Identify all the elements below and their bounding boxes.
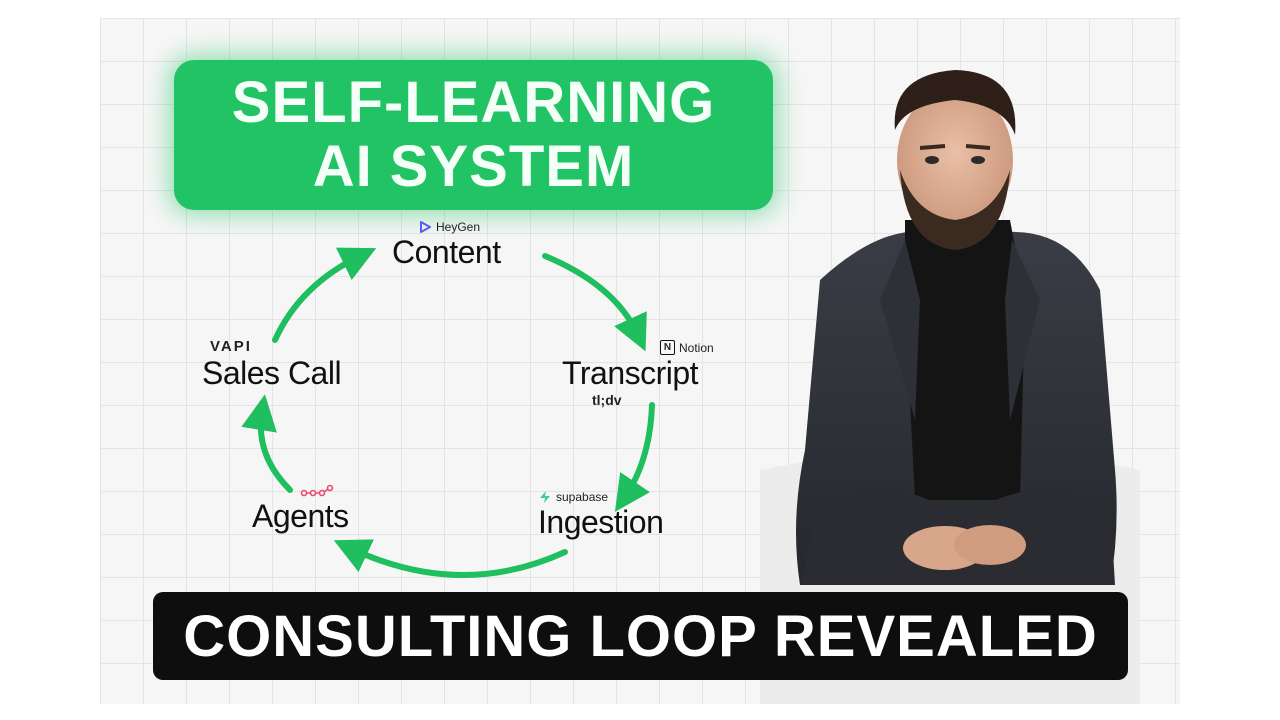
notion-brand: N Notion xyxy=(660,340,714,355)
title-line-2: AI SYSTEM xyxy=(312,134,635,199)
supabase-brand: supabase xyxy=(538,490,663,504)
arrow-agents-to-salescall xyxy=(241,394,293,493)
vapi-label: VAPI xyxy=(210,338,252,355)
supabase-label: supabase xyxy=(556,490,609,504)
arrow-content-to-transcript xyxy=(542,253,647,352)
node-sales-call: VAPI Sales Call xyxy=(202,338,342,392)
heygen-icon xyxy=(420,221,431,233)
sales-call-label: Sales Call xyxy=(202,355,342,391)
n8n-brand xyxy=(300,484,349,498)
content-label: Content xyxy=(392,234,501,270)
title-badge: SELF-LEARNING AI SYSTEM xyxy=(174,60,773,210)
title-line-1: SELF-LEARNING xyxy=(231,70,716,135)
arrow-ingestion-to-agents xyxy=(333,539,568,578)
notion-icon: N xyxy=(660,340,675,355)
node-ingestion: supabase Ingestion xyxy=(538,490,664,541)
agents-label: Agents xyxy=(252,498,349,534)
arrow-transcript-to-ingestion xyxy=(614,402,655,512)
notion-label: Notion xyxy=(679,340,714,355)
heygen-brand: HeyGen xyxy=(418,220,501,234)
transcript-label: Transcript xyxy=(562,355,699,391)
node-agents: Agents xyxy=(252,484,349,535)
node-content: HeyGen Content xyxy=(392,220,501,271)
node-transcript: N Notion Transcript tl;dv xyxy=(562,340,714,408)
ingestion-label: Ingestion xyxy=(538,504,664,540)
bottom-banner: CONSULTING LOOP REVEALED xyxy=(153,592,1128,680)
tldv-label: tl;dv xyxy=(592,392,622,408)
banner-text: CONSULTING LOOP REVEALED xyxy=(183,603,1098,669)
n8n-icon xyxy=(300,484,334,497)
heygen-label: HeyGen xyxy=(436,220,481,234)
supabase-icon xyxy=(540,491,550,503)
arrow-salescall-to-content xyxy=(272,247,377,343)
